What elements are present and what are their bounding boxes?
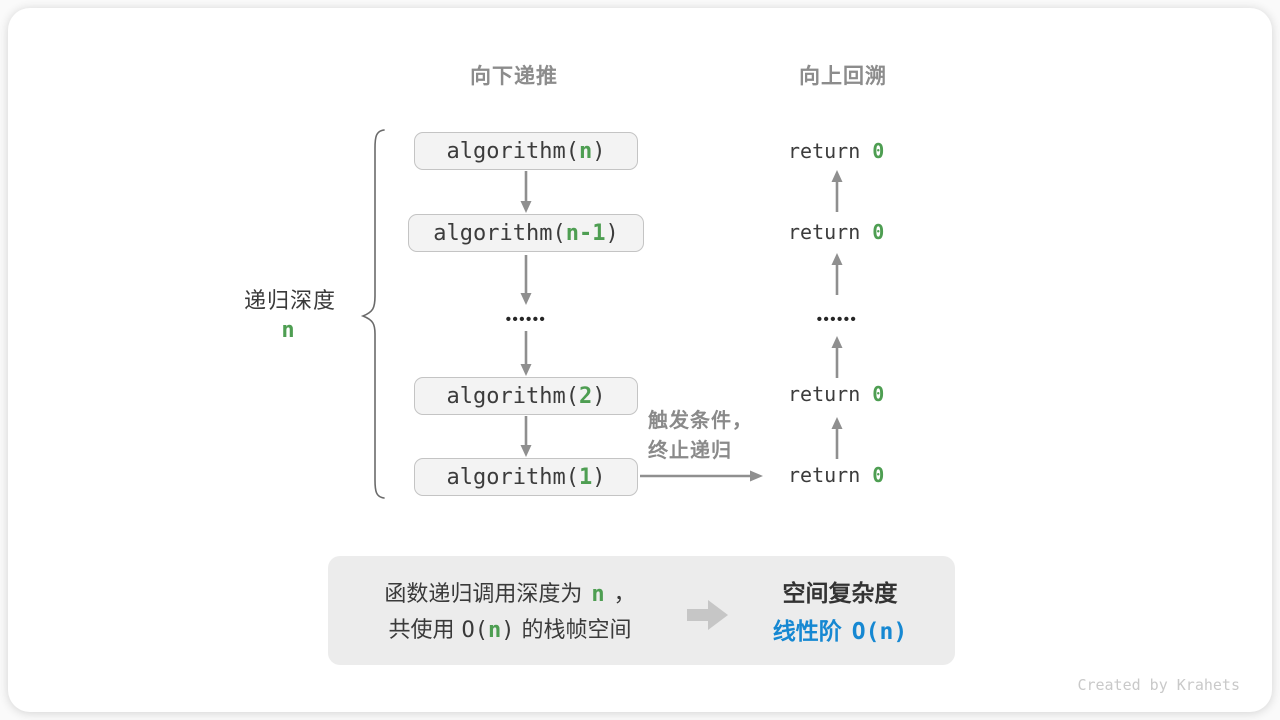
return-keyword: return <box>788 382 861 406</box>
return-value: 0 <box>872 463 885 487</box>
trigger-label-line2: 终止递归 <box>648 440 732 462</box>
up-arrow-icon <box>830 336 844 378</box>
down-arrow-icon <box>519 416 533 457</box>
return-statement: return 0 <box>788 463 884 487</box>
summary-line2-pre: 共使用 <box>388 617 455 642</box>
summary-line1: 函数递归调用深度为 n ， <box>350 576 670 608</box>
down-arrow-icon <box>519 255 533 305</box>
call-box-arg: 2 <box>578 383 593 409</box>
call-box-suffix: ) <box>605 220 619 246</box>
up-arrow-icon <box>830 253 844 295</box>
header-backtrack: 向上回溯 <box>799 65 887 88</box>
summary-line2-post: 的栈帧空间 <box>521 617 632 642</box>
return-keyword: return <box>788 220 861 244</box>
up-arrow-icon <box>830 417 844 459</box>
return-value: 0 <box>872 139 885 163</box>
call-box-prefix: algorithm( <box>446 464 579 490</box>
call-box-arg: n <box>578 138 593 164</box>
return-value: 0 <box>872 220 885 244</box>
block-arrow-icon <box>687 598 729 632</box>
call-box-prefix: algorithm( <box>446 383 579 409</box>
header-descend: 向下递推 <box>470 65 558 88</box>
bigO-var: n <box>488 618 502 643</box>
return-keyword: return <box>788 139 861 163</box>
summary-line1-post: ， <box>613 581 636 606</box>
call-box-suffix: ) <box>592 464 606 490</box>
complexity-notation: O(n) <box>851 619 908 645</box>
summary-line2-bigO: O(n) <box>462 618 515 643</box>
bigO-close: ) <box>501 618 515 643</box>
call-box-n-1: algorithm(n-1) <box>408 214 644 252</box>
down-arrow-icon <box>519 171 533 213</box>
complexity-order-label: 线性阶 <box>772 618 842 644</box>
call-box-suffix: ) <box>592 138 606 164</box>
call-box-n: algorithm(n) <box>414 132 638 170</box>
call-box-prefix: algorithm( <box>433 220 566 246</box>
call-box-suffix: ) <box>592 383 606 409</box>
up-arrow-icon <box>830 170 844 212</box>
footer-credit: Created by Krahets <box>1077 676 1240 694</box>
summary-complexity-result: 线性阶 O(n) <box>740 612 940 646</box>
summary-complexity-title: 空间复杂度 <box>782 580 898 606</box>
call-box-arg: n-1 <box>565 220 606 246</box>
summary-line1-var: n <box>591 582 605 607</box>
ellipsis-descend: •••••• <box>505 311 547 328</box>
call-box-1: algorithm(1) <box>414 458 638 496</box>
right-arrow-icon <box>640 469 764 483</box>
return-value: 0 <box>872 382 885 406</box>
return-statement: return 0 <box>788 220 884 244</box>
return-statement: return 0 <box>788 139 884 163</box>
down-arrow-icon <box>519 331 533 376</box>
call-box-2: algorithm(2) <box>414 377 638 415</box>
call-box-arg: 1 <box>578 464 593 490</box>
call-box-prefix: algorithm( <box>446 138 579 164</box>
depth-value: n <box>281 318 295 343</box>
bigO-open: O( <box>461 618 489 643</box>
summary-line1-pre: 函数递归调用深度为 <box>384 581 583 606</box>
depth-label: 递归深度 <box>243 288 336 313</box>
trigger-label-line1: 触发条件， <box>648 410 753 432</box>
summary-panel <box>328 556 955 665</box>
depth-brace-icon <box>360 128 386 500</box>
return-keyword: return <box>788 463 861 487</box>
return-statement: return 0 <box>788 382 884 406</box>
ellipsis-backtrack: •••••• <box>816 311 858 328</box>
